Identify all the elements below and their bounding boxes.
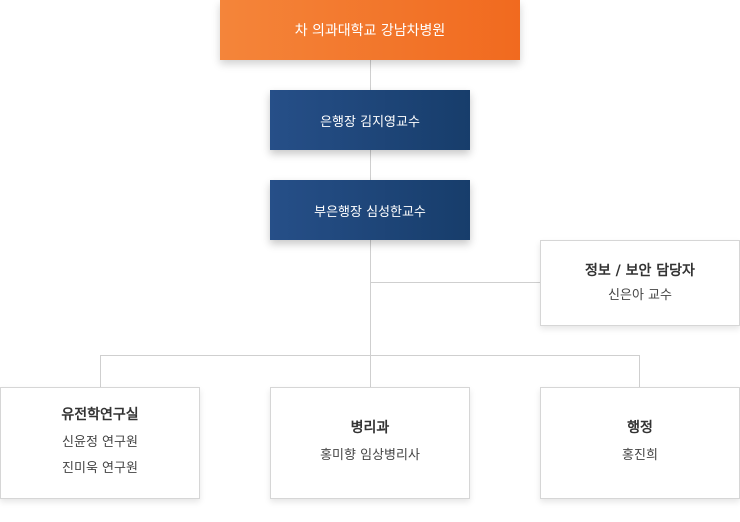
dept-card-admin: 행정 홍진희 bbox=[540, 387, 740, 499]
connector-dept-right bbox=[639, 355, 640, 387]
side-card-title: 정보 / 보안 담당자 bbox=[585, 263, 695, 279]
connector-dept-horizontal bbox=[100, 355, 640, 356]
side-card-security: 정보 / 보안 담당자 신은아 교수 bbox=[540, 240, 740, 326]
dept-card-title: 병리과 bbox=[350, 420, 390, 436]
org-root-label: 차 의과대학교 강남차병원 bbox=[294, 23, 446, 39]
org-level1-node: 은행장 김지영교수 bbox=[270, 90, 470, 150]
dept-card-member: 신윤정 연구원 bbox=[62, 435, 138, 450]
dept-card-genetics: 유전학연구실 신윤정 연구원 진미욱 연구원 bbox=[0, 387, 200, 499]
org-level2-label: 부은행장 심성한교수 bbox=[314, 204, 426, 220]
org-root-node: 차 의과대학교 강남차병원 bbox=[220, 0, 520, 60]
org-level1-label: 은행장 김지영교수 bbox=[320, 114, 420, 130]
dept-card-member: 진미욱 연구원 bbox=[62, 461, 138, 476]
org-level2-node: 부은행장 심성한교수 bbox=[270, 180, 470, 240]
connector-root-to-level1 bbox=[370, 60, 371, 90]
connector-trunk bbox=[370, 240, 371, 387]
connector-side-branch bbox=[370, 282, 540, 283]
connector-level1-to-level2 bbox=[370, 150, 371, 180]
dept-card-title: 유전학연구실 bbox=[61, 407, 139, 423]
dept-card-title: 행정 bbox=[627, 420, 653, 436]
dept-card-member: 홍진희 bbox=[622, 448, 658, 463]
connector-dept-left bbox=[100, 355, 101, 387]
dept-card-member: 홍미향 임상병리사 bbox=[320, 448, 420, 463]
dept-card-pathology: 병리과 홍미향 임상병리사 bbox=[270, 387, 470, 499]
side-card-member: 신은아 교수 bbox=[608, 288, 672, 303]
